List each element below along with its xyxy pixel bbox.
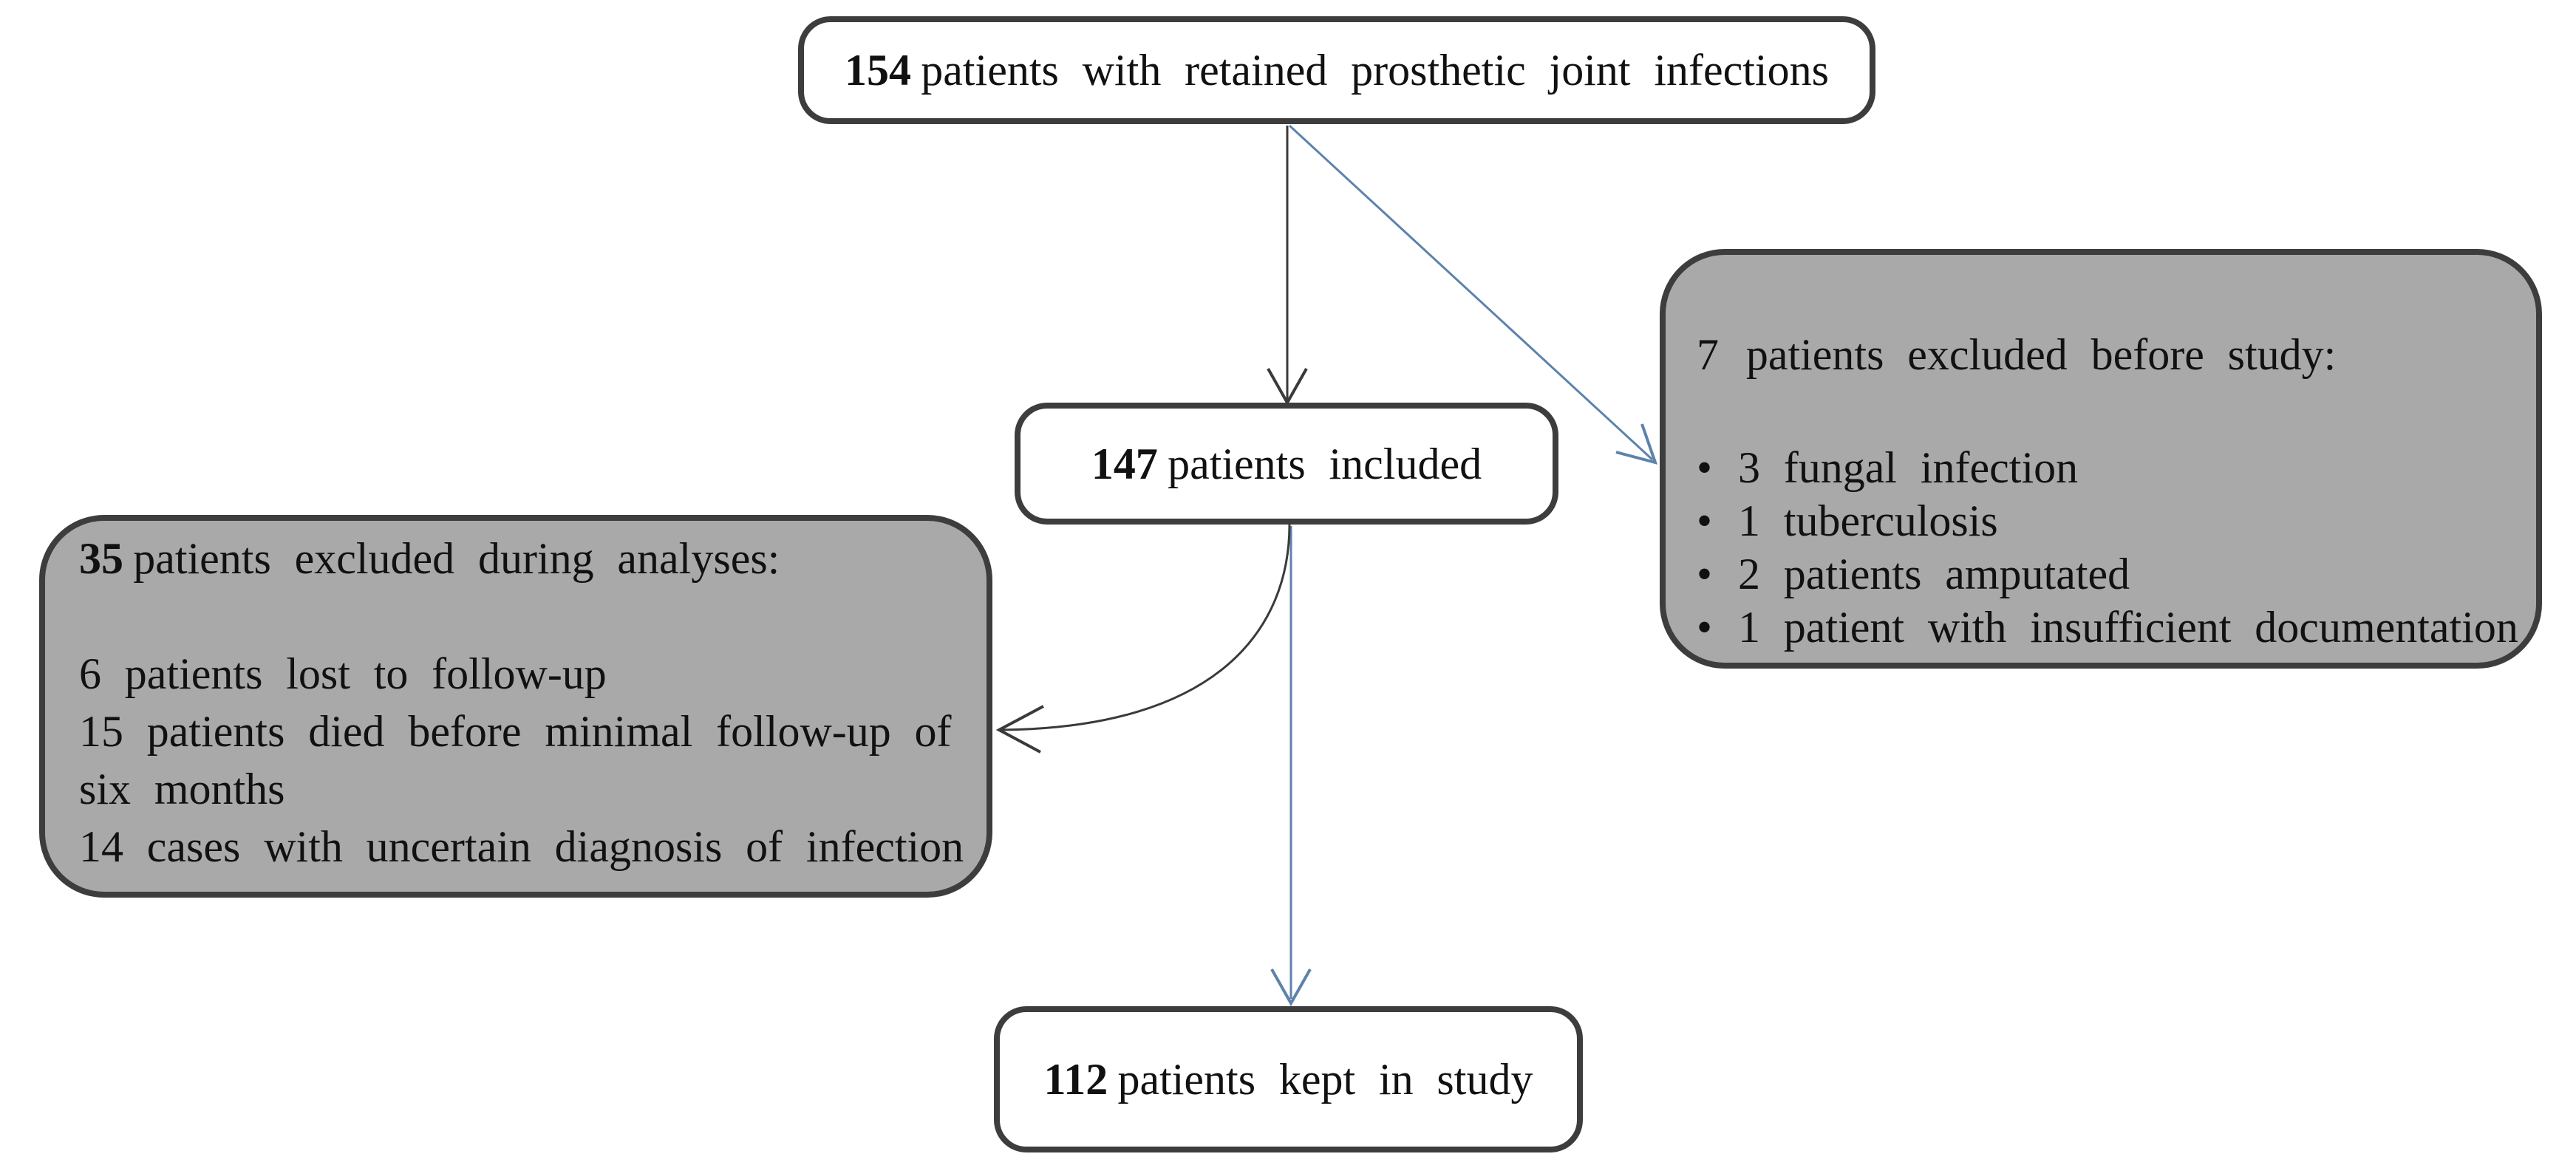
excluded-before-count: 7 [1697, 330, 1719, 379]
box-excluded-before-study: 7 patients excluded before study: • 3 fun… [1660, 249, 2542, 669]
bullet-icon: • [1697, 603, 1713, 652]
list-item: • 3 fungal infection [1697, 441, 2505, 494]
arrow-branch-to-excluded-during [995, 524, 1291, 754]
excluded-during-count: 35 [79, 534, 123, 583]
spacer-line [79, 587, 953, 645]
kept-label: patients kept in study [1117, 1055, 1533, 1104]
included-count: 147 [1091, 439, 1158, 488]
list-item-text: 3 fungal infection [1738, 443, 2079, 492]
list-item: • 1 patient with insufficient documentati… [1697, 601, 2518, 654]
list-item-text: six months [79, 765, 285, 813]
kept-count: 112 [1043, 1055, 1108, 1104]
list-item-text: 14 cases with uncertain diagnosis of inf… [79, 822, 964, 871]
bullet-icon: • [1697, 550, 1713, 598]
list-item-text: 1 patient with insufficient documentatio… [1738, 603, 2518, 652]
arrow-included-to-kept [1270, 526, 1312, 1007]
list-item-text: 6 patients lost to follow-up [79, 649, 607, 698]
list-item: • 1 tuberculosis [1697, 494, 2505, 547]
total-count: 154 [845, 46, 912, 95]
list-item-text: 2 patients amputated [1738, 550, 2130, 598]
excluded-before-title: 7 patients excluded before study: [1697, 326, 2505, 383]
excluded-before-label: patients excluded before study: [1745, 330, 2337, 379]
list-item-text: 1 tuberculosis [1738, 496, 1998, 545]
excluded-during-label: patients excluded during analyses: [133, 534, 780, 583]
list-item: • 2 patients amputated [1697, 547, 2505, 601]
spacer-line [1697, 383, 2505, 441]
list-item-text: 15 patients died before minimal follow-u… [79, 707, 952, 756]
total-label: patients with retained prosthetic joint … [921, 46, 1829, 95]
bullet-icon: • [1697, 496, 1713, 545]
bullet-icon: • [1697, 443, 1713, 492]
included-label: patients included [1168, 439, 1482, 488]
arrow-total-to-included [1267, 126, 1308, 406]
